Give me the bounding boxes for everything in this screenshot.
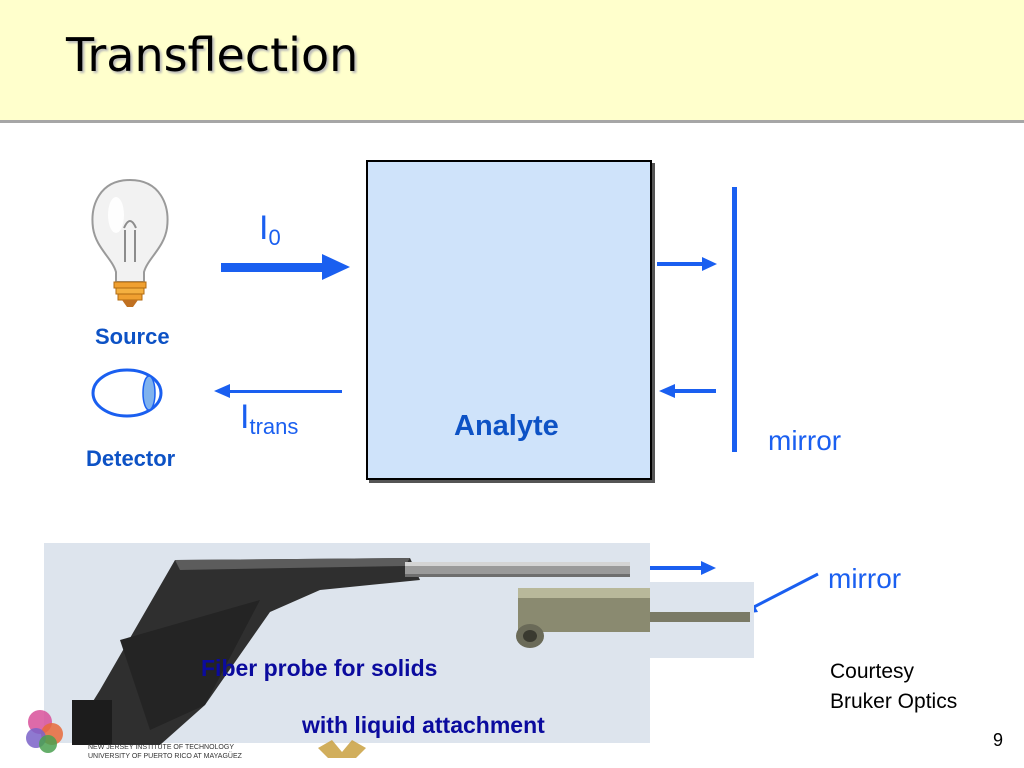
probe-shaft bbox=[405, 562, 630, 577]
image-credit: Courtesy Bruker Optics bbox=[830, 657, 957, 717]
credit-line2: Bruker Optics bbox=[830, 687, 957, 717]
university-logo-icon bbox=[26, 710, 63, 753]
institution-footer: NEW JERSEY INSTITUTE OF TECHNOLOGY UNIVE… bbox=[88, 743, 242, 761]
institution-line2: UNIVERSITY OF PUERTO RICO AT MAYAGÜEZ bbox=[88, 752, 242, 761]
probe-caption-line1: Fiber probe for solids bbox=[201, 655, 437, 682]
credit-line1: Courtesy bbox=[830, 657, 957, 687]
liquid-attachment bbox=[516, 588, 750, 648]
institution-line1: NEW JERSEY INSTITUTE OF TECHNOLOGY bbox=[88, 743, 242, 752]
crest-logo-icon bbox=[318, 740, 366, 758]
probe-mirror-label: mirror bbox=[828, 563, 901, 595]
probe-caption-line2: with liquid attachment bbox=[302, 712, 545, 739]
page-number: 9 bbox=[993, 730, 1003, 751]
